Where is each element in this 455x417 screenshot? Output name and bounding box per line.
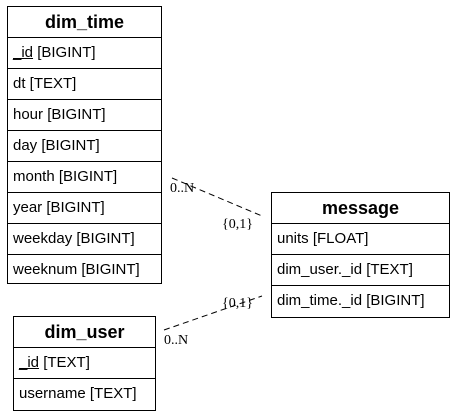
attribute-row: dim_time._id [BIGINT] xyxy=(277,292,425,309)
cardinality-message-user-optional: {0,1} xyxy=(222,296,253,311)
entity-title: message xyxy=(272,193,449,224)
attribute-row: year [BIGINT] xyxy=(8,193,161,224)
cardinality-dim-time-many: 0..N xyxy=(170,181,194,196)
attribute-row: month [BIGINT] xyxy=(8,162,161,193)
attribute-row: hour [BIGINT] xyxy=(8,100,161,131)
attribute-row: weeknum [BIGINT] xyxy=(13,261,140,278)
attribute-row: username [TEXT] xyxy=(19,385,137,402)
attribute-row: _id [TEXT] xyxy=(14,348,155,379)
primary-key: _id xyxy=(19,354,40,371)
attribute-type: [TEXT] xyxy=(39,354,90,371)
attribute-row: _id [BIGINT] xyxy=(8,38,161,69)
entity-title: dim_time xyxy=(8,7,161,38)
entity-dim-time[interactable]: dim_time _id [BIGINT] dt [TEXT] hour [BI… xyxy=(7,6,162,284)
attribute-row: dim_user._id [TEXT] xyxy=(272,255,449,286)
relation-line-dim-user-message xyxy=(163,295,263,331)
cardinality-message-time-optional: {0,1} xyxy=(222,217,253,232)
relation-line-dim-time-message xyxy=(171,177,263,217)
entity-title: dim_user xyxy=(14,317,155,348)
entity-message[interactable]: message units [FLOAT] dim_user._id [TEXT… xyxy=(271,192,450,318)
attribute-row: units [FLOAT] xyxy=(272,224,449,255)
entity-dim-user[interactable]: dim_user _id [TEXT] username [TEXT] xyxy=(13,316,156,411)
attribute-type: [BIGINT] xyxy=(33,44,96,61)
cardinality-dim-user-many: 0..N xyxy=(164,333,188,348)
attribute-row: dt [TEXT] xyxy=(8,69,161,100)
attribute-row: weekday [BIGINT] xyxy=(8,224,161,255)
attribute-row: day [BIGINT] xyxy=(8,131,161,162)
primary-key: _id xyxy=(13,44,34,61)
